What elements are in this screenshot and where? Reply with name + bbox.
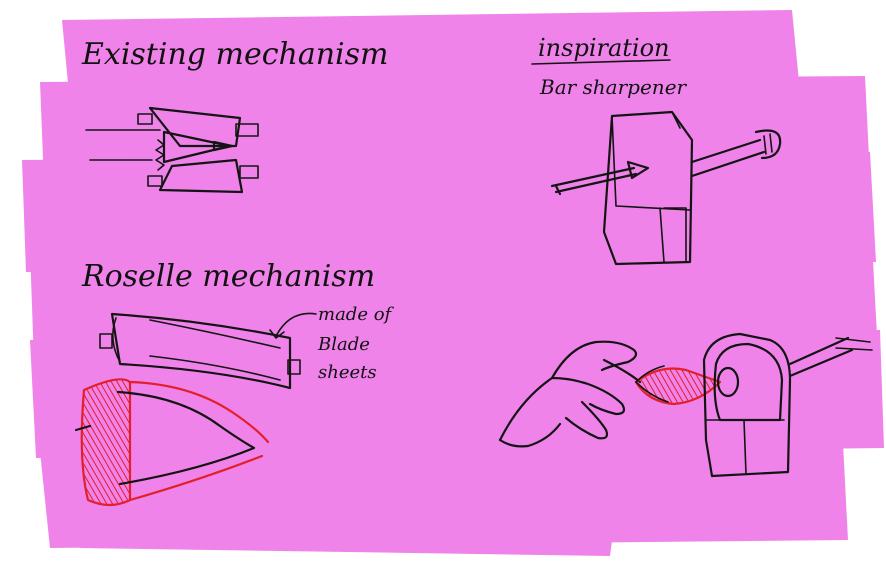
annotation-line-3: sheets: [318, 362, 377, 383]
annotation-line-1: made of: [318, 304, 395, 325]
annotation-line-2: Blade: [317, 334, 370, 355]
existing-mechanism-heading: Existing mechanism: [81, 37, 389, 72]
inspiration-detail: Bar sharpener: [539, 75, 688, 99]
roselle-mechanism-heading: Roselle mechanism: [81, 259, 375, 294]
inspiration-heading: inspiration: [538, 34, 670, 62]
